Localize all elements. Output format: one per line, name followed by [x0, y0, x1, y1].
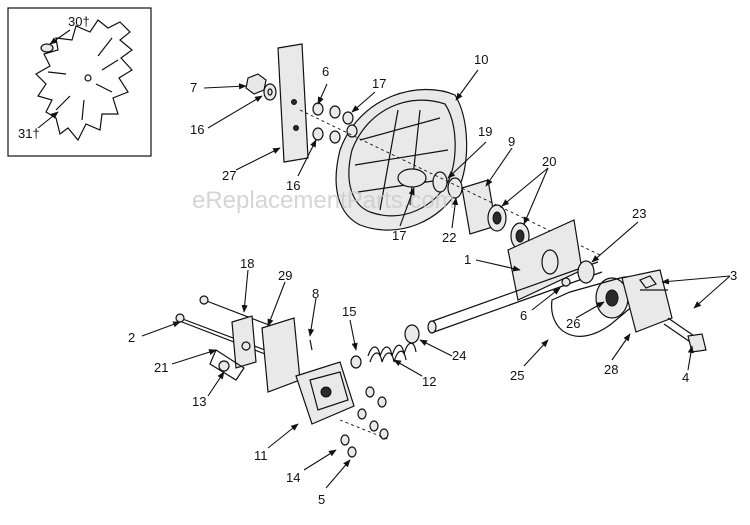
callout-labels: 30† 31† 7 16 6 17 10 27 16 17 19 22 9 20…	[18, 14, 737, 507]
callout-11: 11	[254, 448, 268, 463]
callout-21: 21	[154, 360, 168, 375]
callout-29: 29	[278, 268, 292, 283]
lower-housing	[295, 361, 391, 458]
callout-24: 24	[452, 348, 466, 363]
callout-8: 8	[312, 286, 319, 301]
callout-16-upper: 16	[190, 122, 204, 137]
mounting-plate	[277, 43, 309, 163]
leader-lines	[37, 29, 731, 489]
inset-slot-5	[55, 95, 71, 111]
callout-17-lower: 17	[392, 228, 406, 243]
watermark: eReplacementParts.com	[192, 187, 455, 214]
callout-28: 28	[604, 362, 618, 377]
spring-assembly	[350, 324, 420, 369]
callout-12: 12	[422, 374, 436, 389]
callout-19: 19	[478, 124, 492, 139]
callout-7: 7	[190, 80, 197, 95]
callout-1: 1	[464, 252, 471, 267]
inset-blade-panel	[7, 7, 152, 157]
callout-13: 13	[192, 394, 206, 409]
callout-4: 4	[682, 370, 689, 385]
inset-slot-1	[97, 37, 113, 57]
callout-26: 26	[566, 316, 580, 331]
callout-20: 20	[542, 154, 556, 169]
inset-slot-3	[95, 83, 113, 93]
inset-slot-6	[47, 71, 67, 75]
callout-3: 3	[730, 268, 737, 283]
callout-18: 18	[240, 256, 254, 271]
callout-31: 31†	[18, 126, 40, 141]
callout-15: 15	[342, 304, 356, 319]
frame-and-shaft	[427, 219, 603, 334]
bearing-assembly	[299, 109, 601, 256]
blade-disc	[35, 19, 133, 142]
callout-30: 30†	[68, 14, 90, 29]
callout-27: 27	[222, 168, 236, 183]
callout-14: 14	[286, 470, 300, 485]
callout-2: 2	[128, 330, 135, 345]
callout-10: 10	[474, 52, 488, 67]
callout-16-lower: 16	[286, 178, 300, 193]
inset-slot-2	[101, 59, 119, 71]
callout-22: 22	[442, 230, 456, 245]
callout-6-lower: 6	[520, 308, 527, 323]
control-bracket	[175, 295, 313, 393]
callout-17-upper: 17	[372, 76, 386, 91]
callout-5: 5	[318, 492, 325, 507]
callout-9: 9	[508, 134, 515, 149]
inset-slot-4	[81, 99, 85, 121]
pulley-drive	[551, 260, 707, 353]
callout-6-upper: 6	[322, 64, 329, 79]
callout-23: 23	[632, 206, 646, 221]
blade-washer	[40, 43, 54, 53]
callout-25: 25	[510, 368, 524, 383]
impeller-housing	[335, 88, 468, 231]
